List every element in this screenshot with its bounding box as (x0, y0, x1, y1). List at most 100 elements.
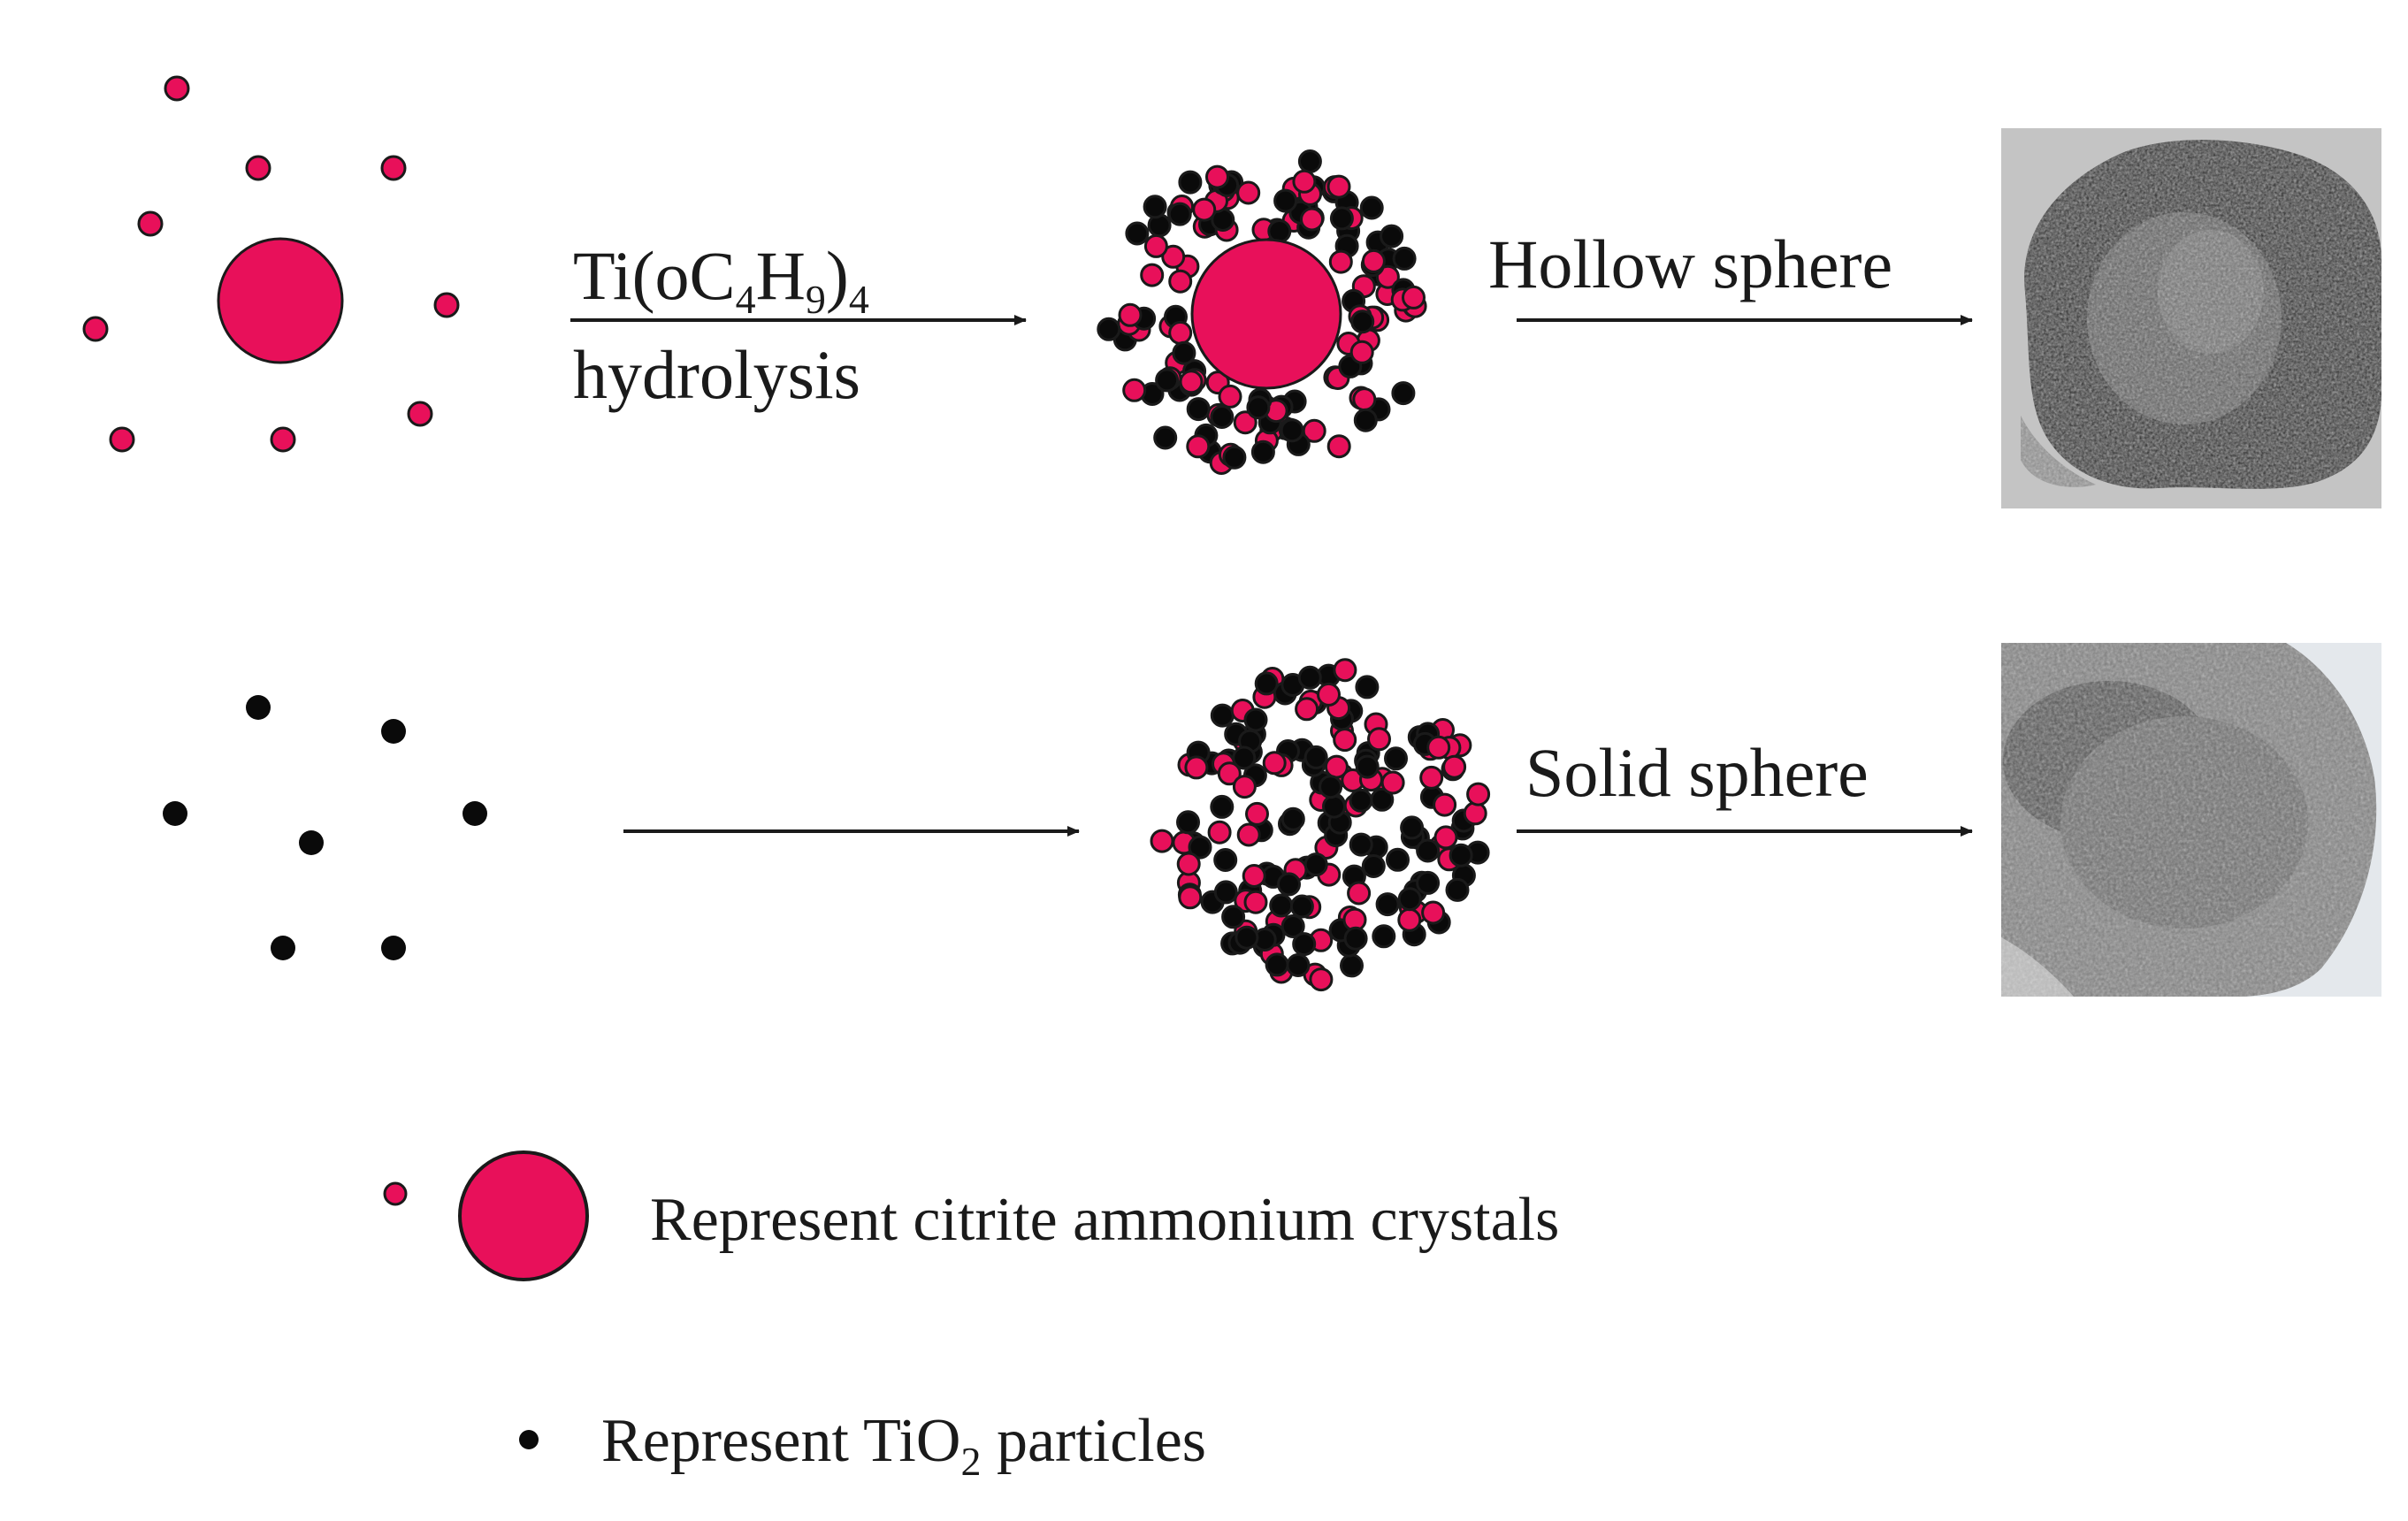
sphere-particle (1232, 775, 1257, 799)
sphere-particle (1372, 924, 1396, 949)
sphere-particle (1322, 794, 1346, 819)
sphere-particle (1210, 794, 1235, 819)
citrate-core-crystal (217, 237, 344, 364)
sphere-particle (1254, 671, 1279, 696)
shell-particle (1359, 195, 1384, 220)
sphere-particle (1367, 727, 1391, 752)
sphere-particle (1188, 835, 1212, 860)
sphere-particle (1349, 788, 1373, 813)
shell-particle (1392, 246, 1417, 271)
shell-particle (1168, 269, 1193, 294)
shell-particle (1352, 387, 1377, 412)
shell-particle (1328, 249, 1353, 274)
tio2-particle-scatter (163, 695, 487, 960)
reaction-formula: Ti(oC4H9)4 (573, 237, 869, 322)
shell-particle (1273, 188, 1298, 213)
sphere-particle (1416, 870, 1441, 895)
sphere-particle (1243, 707, 1268, 732)
citrate-particle (407, 401, 433, 427)
legend-citrate-text: Represent citrite ammonium crystals (650, 1186, 1559, 1254)
sphere-particle (1442, 754, 1467, 779)
citrate-particle (270, 426, 296, 453)
sphere-particle (1421, 900, 1446, 925)
shell-particle (1161, 244, 1186, 269)
sphere-particle (1445, 877, 1470, 902)
sphere-particle (1433, 825, 1458, 850)
shell-particle (1186, 397, 1211, 422)
shell-particle (1236, 180, 1261, 205)
shell-particle (1140, 263, 1165, 287)
sphere-particle (1433, 792, 1457, 817)
shell-particle (1125, 221, 1150, 246)
shell-particle (1143, 195, 1167, 219)
sphere-particle (1309, 967, 1334, 992)
sphere-particle (1150, 829, 1174, 853)
shell-particle (1233, 410, 1258, 435)
sphere-particle (1245, 801, 1269, 826)
shell-particle (1361, 248, 1386, 273)
sphere-particle (1286, 953, 1311, 977)
shell-particle (1192, 197, 1217, 222)
sphere-particle (1235, 925, 1259, 950)
sphere-particle (1347, 881, 1372, 906)
tio2-particle (381, 719, 406, 744)
sphere-particle (1375, 892, 1400, 917)
sphere-particle (1277, 872, 1301, 897)
sphere-particle (1419, 765, 1444, 790)
shell-particle (1222, 445, 1247, 470)
hollow-sphere-label: Hollow sphere (1488, 225, 1892, 302)
sphere-particle (1213, 880, 1238, 905)
sphere-particle (1243, 890, 1268, 914)
tio2-particle (381, 936, 406, 960)
tio2-particle (271, 936, 295, 960)
sphere-particle (1386, 847, 1410, 872)
sphere-particle (1333, 728, 1357, 753)
shell-particle (1186, 434, 1211, 459)
sphere-particle (1242, 864, 1266, 888)
solid-sphere-label: Solid sphere (1525, 734, 1869, 811)
sphere-particle (1317, 682, 1341, 707)
legend-tio2-swatch (519, 1430, 539, 1449)
shell-particle (1205, 164, 1229, 189)
citrate-particle (109, 426, 135, 453)
sphere-particle (1210, 703, 1235, 728)
shell-particle (1172, 340, 1196, 365)
shell-particle (1349, 340, 1374, 364)
shell-particle (1326, 174, 1351, 199)
hydrolysis-label: hydrolysis (573, 336, 860, 413)
shell-particle (1280, 418, 1304, 443)
tio2-particle (246, 695, 271, 720)
sphere-particle (1292, 932, 1317, 957)
sphere-particle (1384, 746, 1408, 771)
shell-particle (1391, 381, 1416, 406)
sphere-particle (1184, 755, 1209, 780)
sphere-particle (1297, 665, 1322, 690)
shell-particle (1153, 425, 1178, 450)
sphere-particle (1426, 735, 1451, 760)
shell-particle (1168, 320, 1193, 345)
citrate-particle (137, 210, 164, 237)
sphere-particle (1221, 905, 1246, 929)
packed-mixed-particle-sphere (1150, 658, 1491, 992)
shell-particle (1143, 233, 1168, 258)
shell-particle (1300, 207, 1324, 232)
sphere-particle (1303, 745, 1328, 769)
legend-tio2-text: Represent TiO2 particles (601, 1407, 1206, 1484)
tio2-particle (299, 830, 324, 855)
shell-particle (1326, 434, 1351, 459)
shell-particle (1118, 302, 1143, 327)
sphere-particle (1397, 907, 1422, 932)
shell-particle (1210, 405, 1235, 429)
sphere-particle (1217, 761, 1242, 786)
tio2-particle (462, 801, 487, 826)
sphere-particle (1343, 926, 1368, 951)
legend-small-citrate-swatch (383, 1181, 408, 1206)
legend-large-citrate-swatch (458, 1150, 589, 1281)
hollow-sphere-tem-image (2001, 128, 2382, 508)
citrate-particle (82, 316, 109, 342)
sphere-particle (1207, 820, 1232, 845)
sphere-particle (1262, 751, 1287, 776)
sphere-particle (1416, 838, 1441, 863)
shell-particle (1155, 368, 1180, 393)
